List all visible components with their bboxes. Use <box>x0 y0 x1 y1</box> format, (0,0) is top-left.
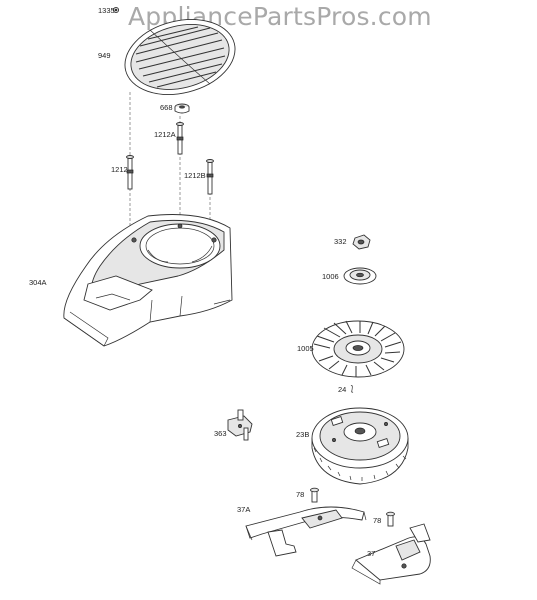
label-37a: 37A <box>237 505 250 514</box>
nut-332-icon[interactable] <box>352 234 371 250</box>
stud-1212-icon[interactable] <box>126 155 134 190</box>
blower-housing-304a-icon[interactable] <box>63 214 233 347</box>
label-949: 949 <box>98 51 111 60</box>
label-1212a: 1212A <box>154 130 176 139</box>
washer-1006-icon[interactable] <box>343 267 377 285</box>
label-1006: 1006 <box>322 272 339 281</box>
label-668: 668 <box>160 103 173 112</box>
label-78-a: 78 <box>296 490 304 499</box>
label-78-b: 78 <box>373 516 381 525</box>
label-1005: 1005 <box>297 344 314 353</box>
label-37: 37 <box>367 549 375 558</box>
label-363: 363 <box>214 429 227 438</box>
label-1212: 1212 <box>111 165 128 174</box>
stud-1212b-icon[interactable] <box>206 159 214 195</box>
rotating-screen-949-icon[interactable] <box>117 9 243 106</box>
bracket-363-icon[interactable] <box>227 409 253 441</box>
stud-1212a-icon[interactable] <box>176 122 184 155</box>
label-1212b: 1212B <box>184 171 206 180</box>
screw-78-a-icon[interactable] <box>310 487 319 503</box>
flywheel-23b-icon[interactable] <box>311 407 409 485</box>
screw-78-b-icon[interactable] <box>386 511 395 527</box>
key-24-icon[interactable] <box>350 385 354 393</box>
label-304a: 304A <box>29 278 47 287</box>
label-24: 24 <box>338 385 346 394</box>
label-23b: 23B <box>296 430 309 439</box>
armature-37-icon[interactable] <box>351 523 431 585</box>
label-1335: 1335 <box>98 6 115 15</box>
screw-1335-icon[interactable] <box>112 6 120 14</box>
label-332: 332 <box>334 237 347 246</box>
part-labels: 1335 949 668 1212A 1212 1212B 304A 332 1… <box>29 6 381 558</box>
armature-bracket-37a-icon[interactable] <box>245 506 367 557</box>
fan-1005-icon[interactable] <box>311 320 405 378</box>
spacer-668-icon[interactable] <box>174 103 190 114</box>
